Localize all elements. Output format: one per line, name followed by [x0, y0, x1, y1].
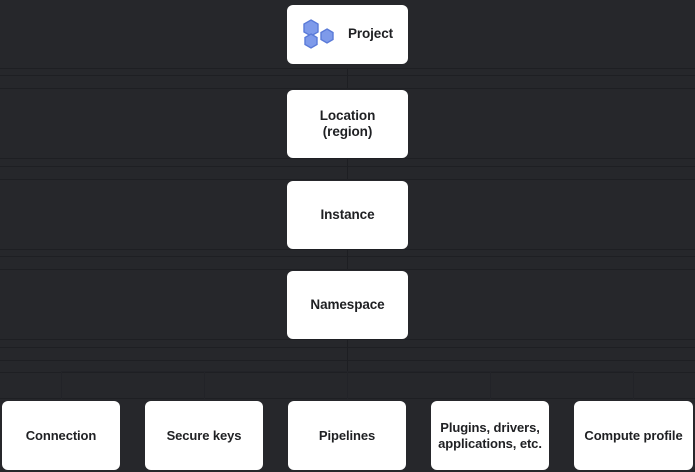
node-compute-profile-label: Compute profile [584, 427, 683, 443]
background-rule [0, 360, 695, 361]
background-rule [0, 68, 695, 69]
node-plugins-label: Plugins, drivers, applications, etc. [438, 419, 542, 451]
background-rule [0, 347, 695, 348]
background-rule [0, 75, 695, 76]
branch-drop-secure-keys [204, 371, 205, 399]
node-project-label: Project [347, 26, 394, 42]
node-secure-keys-label: Secure keys [166, 427, 242, 443]
background-rule [0, 166, 695, 167]
branch-drop-compute-profile [633, 371, 634, 399]
background-rule [0, 398, 695, 399]
background-rule [0, 249, 695, 250]
node-connection[interactable]: Connection [2, 401, 120, 470]
project-hexagons-icon [302, 18, 336, 52]
branch-drop-connection [61, 371, 62, 399]
background-rule [0, 372, 695, 373]
background-rule [0, 88, 695, 89]
background-rule [0, 256, 695, 257]
node-compute-profile[interactable]: Compute profile [574, 401, 693, 470]
node-location-label: Location (region) [319, 107, 376, 139]
node-instance[interactable]: Instance [287, 181, 408, 249]
connector-namespace-branch [347, 340, 348, 372]
node-pipelines-label: Pipelines [318, 427, 376, 443]
branch-drop-pipelines [347, 371, 348, 399]
node-namespace[interactable]: Namespace [287, 271, 408, 339]
node-secure-keys[interactable]: Secure keys [145, 401, 263, 470]
connector-instance-namespace [347, 250, 348, 269]
node-connection-label: Connection [25, 427, 97, 443]
connector-location-instance [347, 159, 348, 179]
background-rule [0, 158, 695, 159]
node-namespace-label: Namespace [310, 296, 385, 312]
node-instance-label: Instance [320, 206, 375, 222]
node-plugins[interactable]: Plugins, drivers, applications, etc. [431, 401, 549, 470]
background-rule [0, 269, 695, 270]
node-project[interactable]: Project [287, 5, 408, 64]
node-pipelines[interactable]: Pipelines [288, 401, 406, 470]
background-rule [0, 339, 695, 340]
node-location[interactable]: Location (region) [287, 90, 408, 158]
branch-drop-plugins [490, 371, 491, 399]
connector-project-location [347, 69, 348, 88]
branch-bus [61, 371, 634, 372]
background-rule [0, 179, 695, 180]
